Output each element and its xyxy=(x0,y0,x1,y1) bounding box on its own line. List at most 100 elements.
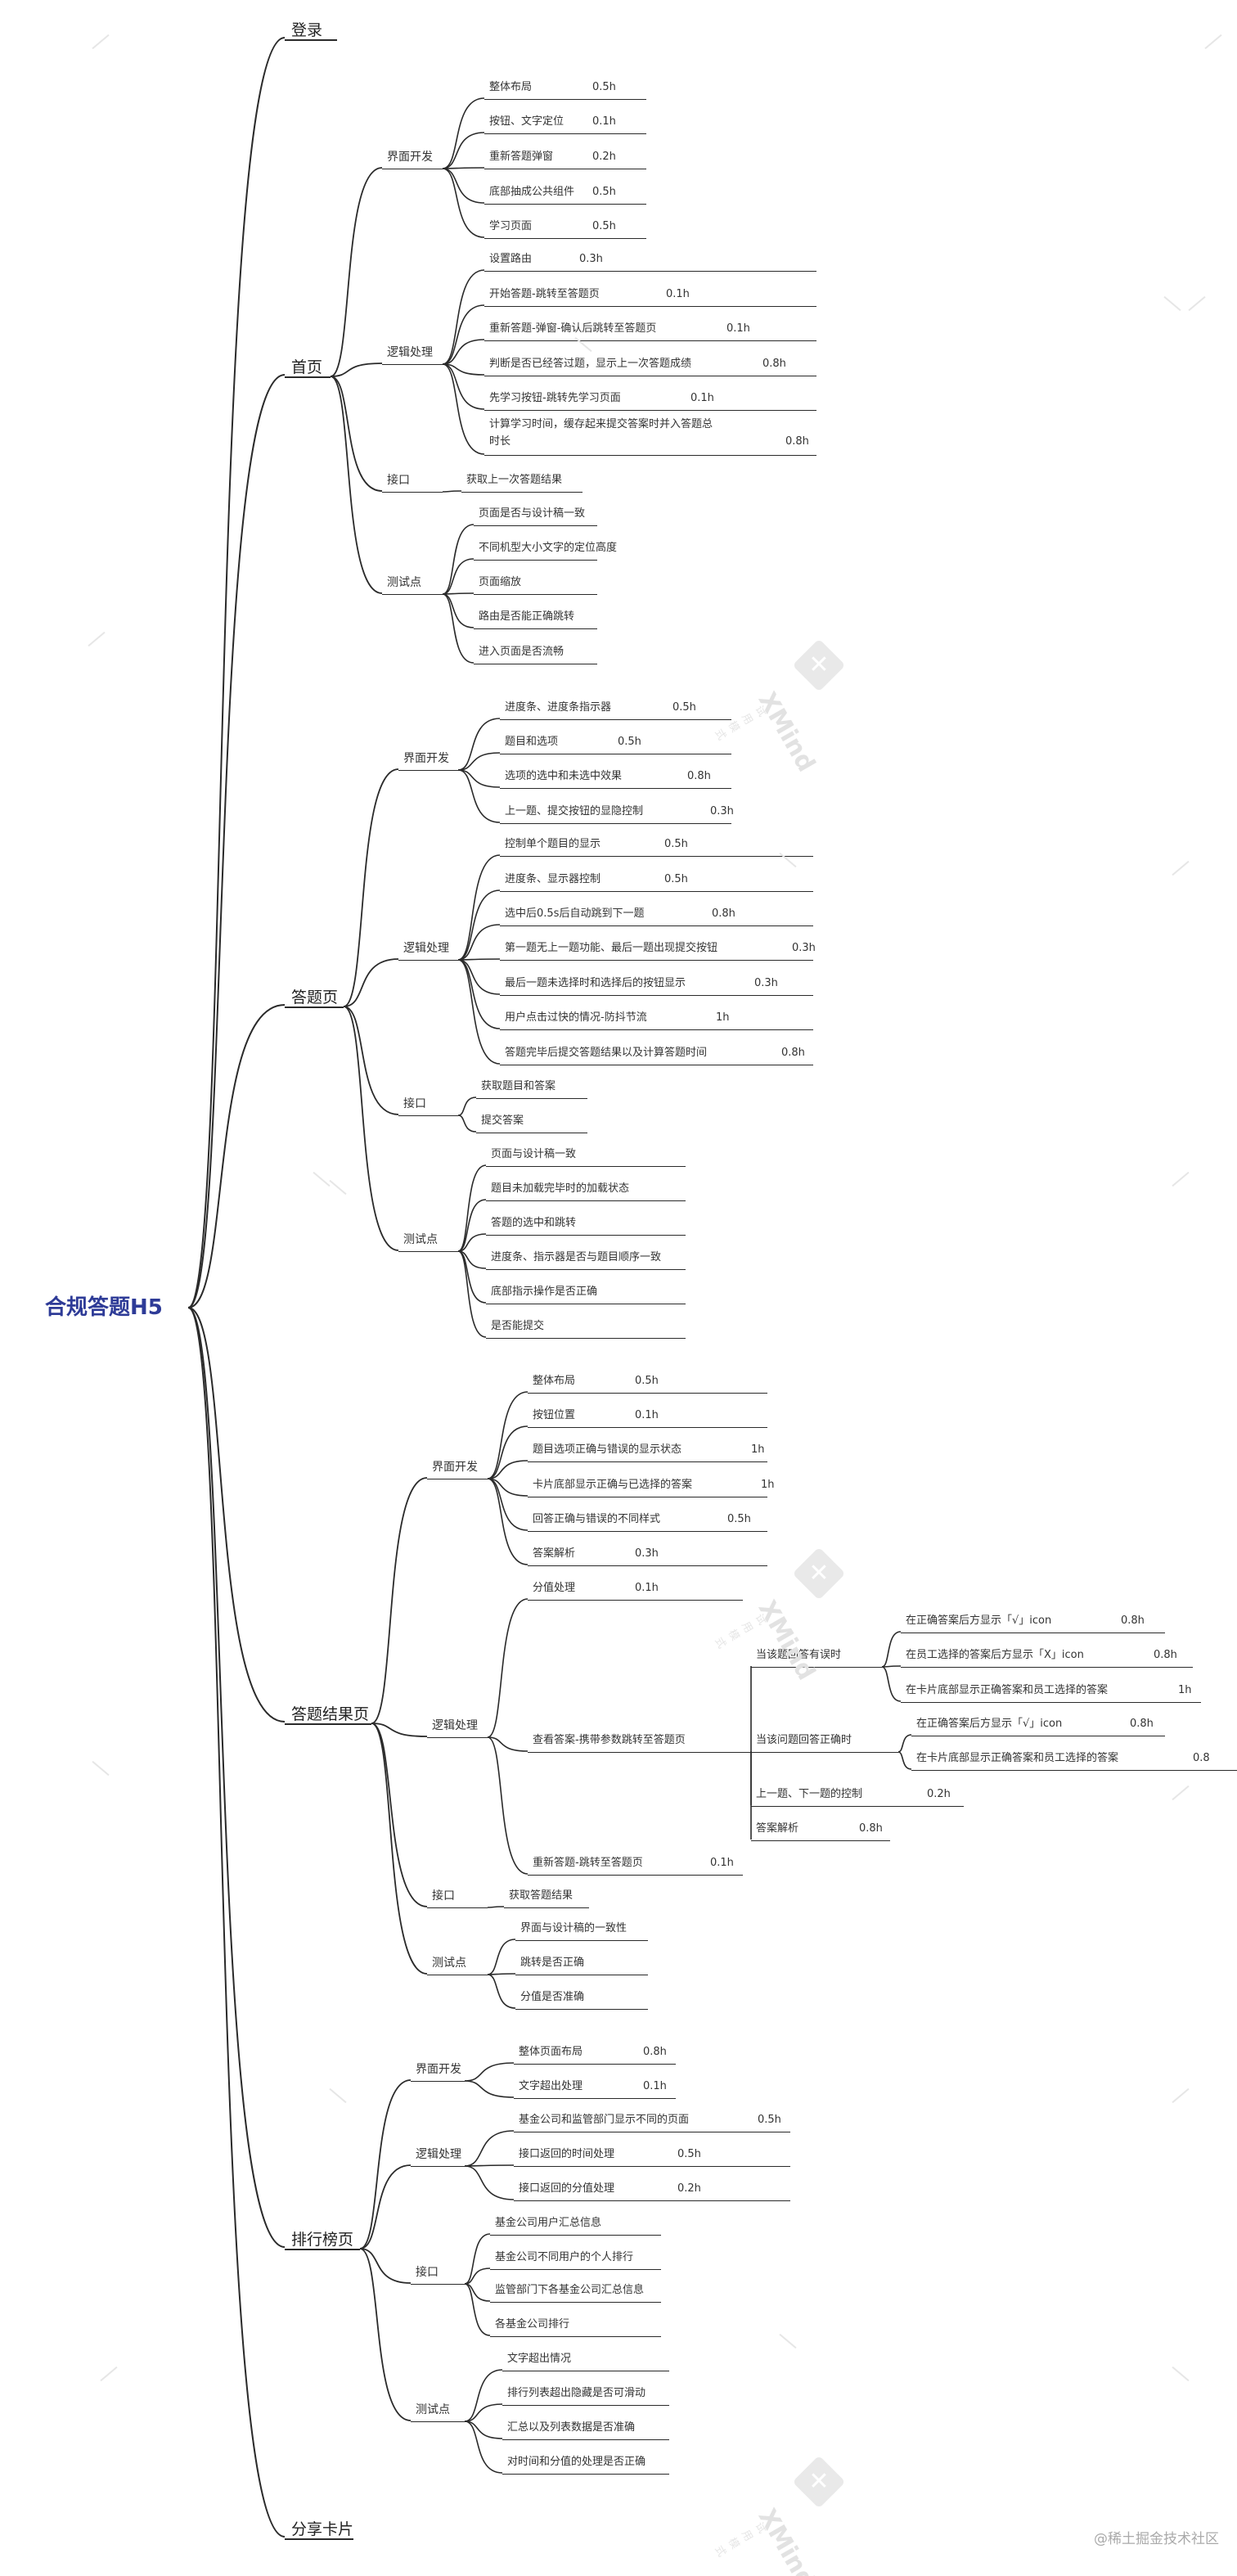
time-estimate: 0.5h xyxy=(727,1513,751,1525)
item-topic: 分值处理 xyxy=(533,1582,576,1594)
node-underline xyxy=(285,2538,353,2540)
time-estimate: 0.1h xyxy=(690,392,714,404)
time-estimate: 0.8h xyxy=(781,1047,805,1059)
time-estimate: 0.5h xyxy=(664,838,688,850)
time-estimate: 0.1h xyxy=(635,1409,659,1421)
time-estimate: 0.8h xyxy=(712,907,735,920)
item-topic: 控制单个题目的显示 xyxy=(505,838,601,850)
connector-line xyxy=(464,2165,515,2200)
node-underline xyxy=(382,594,443,595)
item-topic: 获取题目和答案 xyxy=(481,1080,556,1092)
node-underline xyxy=(285,1007,344,1008)
connector-line xyxy=(359,2248,412,2421)
time-estimate: 0.8h xyxy=(762,358,786,370)
item-topic: 先学习按钮-跳转先学习页面 xyxy=(489,392,621,404)
item-topic-line2: 时长 xyxy=(489,435,511,448)
time-estimate: 0.8h xyxy=(687,770,711,782)
item-topic: 界面与设计稿的一致性 xyxy=(520,1922,627,1934)
connector-line xyxy=(359,2164,412,2249)
connector-line xyxy=(487,1478,529,1565)
node-underline xyxy=(911,1770,1237,1771)
item-topic: 重新答题-跳转至答题页 xyxy=(533,1857,643,1869)
group-topic: 逻辑处理 xyxy=(403,942,449,955)
connector-line xyxy=(457,718,501,771)
connector-line xyxy=(371,1723,428,1907)
connector-line xyxy=(881,1665,902,1668)
node-underline xyxy=(484,455,816,456)
node-underline xyxy=(411,2166,465,2167)
connector-line xyxy=(897,1734,912,1753)
node-underline xyxy=(500,925,813,926)
connector-line xyxy=(457,1164,487,1252)
connector-line xyxy=(442,132,485,169)
item-topic: 题目选项正确与错误的显示状态 xyxy=(533,1443,682,1456)
section-topic: 答题结果页 xyxy=(291,1705,370,1723)
connector-line xyxy=(457,924,501,961)
node-underline xyxy=(502,2405,669,2406)
time-estimate: 1h xyxy=(716,1011,730,1024)
leaf-topic: 在卡片底部显示正确答案和员工选择的答案 xyxy=(906,1684,1109,1696)
connector-line xyxy=(330,363,383,377)
item-topic: 重新答题弹窗 xyxy=(489,151,554,163)
group-topic: 界面开发 xyxy=(432,1461,478,1474)
connector-line xyxy=(187,1004,286,1308)
item-topic: 选中后0.5s后自动跳到下一题 xyxy=(505,907,645,920)
node-underline xyxy=(427,1907,488,1908)
node-underline xyxy=(901,1667,1193,1668)
group-topic: 接口 xyxy=(403,1097,426,1110)
connector-line xyxy=(464,2403,503,2422)
node-underline xyxy=(398,1251,458,1252)
node-underline xyxy=(500,719,731,720)
connector-line xyxy=(457,958,501,961)
node-underline xyxy=(484,204,646,205)
item-topic: 页面缩放 xyxy=(479,576,522,588)
node-underline xyxy=(484,238,646,239)
node-underline xyxy=(514,2098,676,2099)
node-underline xyxy=(751,1806,964,1807)
connector-line xyxy=(457,769,501,788)
root-topic: 合规答题H5 xyxy=(45,1295,163,1320)
connector-line xyxy=(343,958,399,1007)
item-topic: 接口返回的分值处理 xyxy=(519,2182,615,2195)
node-underline xyxy=(528,1393,767,1394)
item-topic: 学习页面 xyxy=(489,220,533,232)
connector-line xyxy=(457,1199,487,1252)
node-underline xyxy=(486,1200,686,1201)
item-topic: 各基金公司排行 xyxy=(495,2318,570,2331)
node-underline xyxy=(474,594,597,595)
item-topic: 基金公司和监管部门显示不同的页面 xyxy=(519,2114,690,2126)
connector-line xyxy=(442,363,485,376)
node-underline xyxy=(528,1427,767,1428)
xmind-logo-icon: ✕ xyxy=(792,638,846,692)
connector-line xyxy=(442,363,485,410)
node-underline xyxy=(500,788,731,789)
connector-line xyxy=(464,2130,515,2167)
item-topic: 题目和选项 xyxy=(505,736,559,748)
item-topic: 判断是否已经答过题，显示上一次答题成绩 xyxy=(489,358,692,370)
time-estimate: 0.1h xyxy=(643,2080,667,2092)
time-estimate: 0.1h xyxy=(666,288,690,300)
time-estimate: 0.8h xyxy=(643,2046,667,2058)
connector-line xyxy=(330,167,383,377)
connector-line xyxy=(442,97,485,169)
node-underline xyxy=(515,2009,648,2010)
connector-line xyxy=(187,374,286,1308)
connector-line xyxy=(371,1723,428,1737)
group-topic: 测试点 xyxy=(387,576,421,589)
node-underline xyxy=(901,1702,1201,1703)
time-estimate: 0.1h xyxy=(592,115,616,128)
connector-line xyxy=(464,2164,515,2167)
connector-line xyxy=(442,592,475,595)
time-estimate: 0.8h xyxy=(1121,1615,1145,1627)
connector-line xyxy=(330,376,383,492)
node-underline xyxy=(474,525,597,526)
xmind-logo-icon: ✕ xyxy=(792,2455,846,2509)
group-topic: 逻辑处理 xyxy=(416,2148,461,2161)
time-estimate: 1h xyxy=(751,1443,765,1456)
time-estimate: 0.5h xyxy=(758,2114,781,2126)
connector-line xyxy=(442,339,485,365)
footer-credit: @稀土掘金技术社区 xyxy=(1094,2531,1219,2547)
item-topic: 最后一题未选择时和选择后的按钮显示 xyxy=(505,977,686,989)
item-topic: 获取上一次答题结果 xyxy=(466,474,563,486)
node-underline xyxy=(500,960,813,961)
